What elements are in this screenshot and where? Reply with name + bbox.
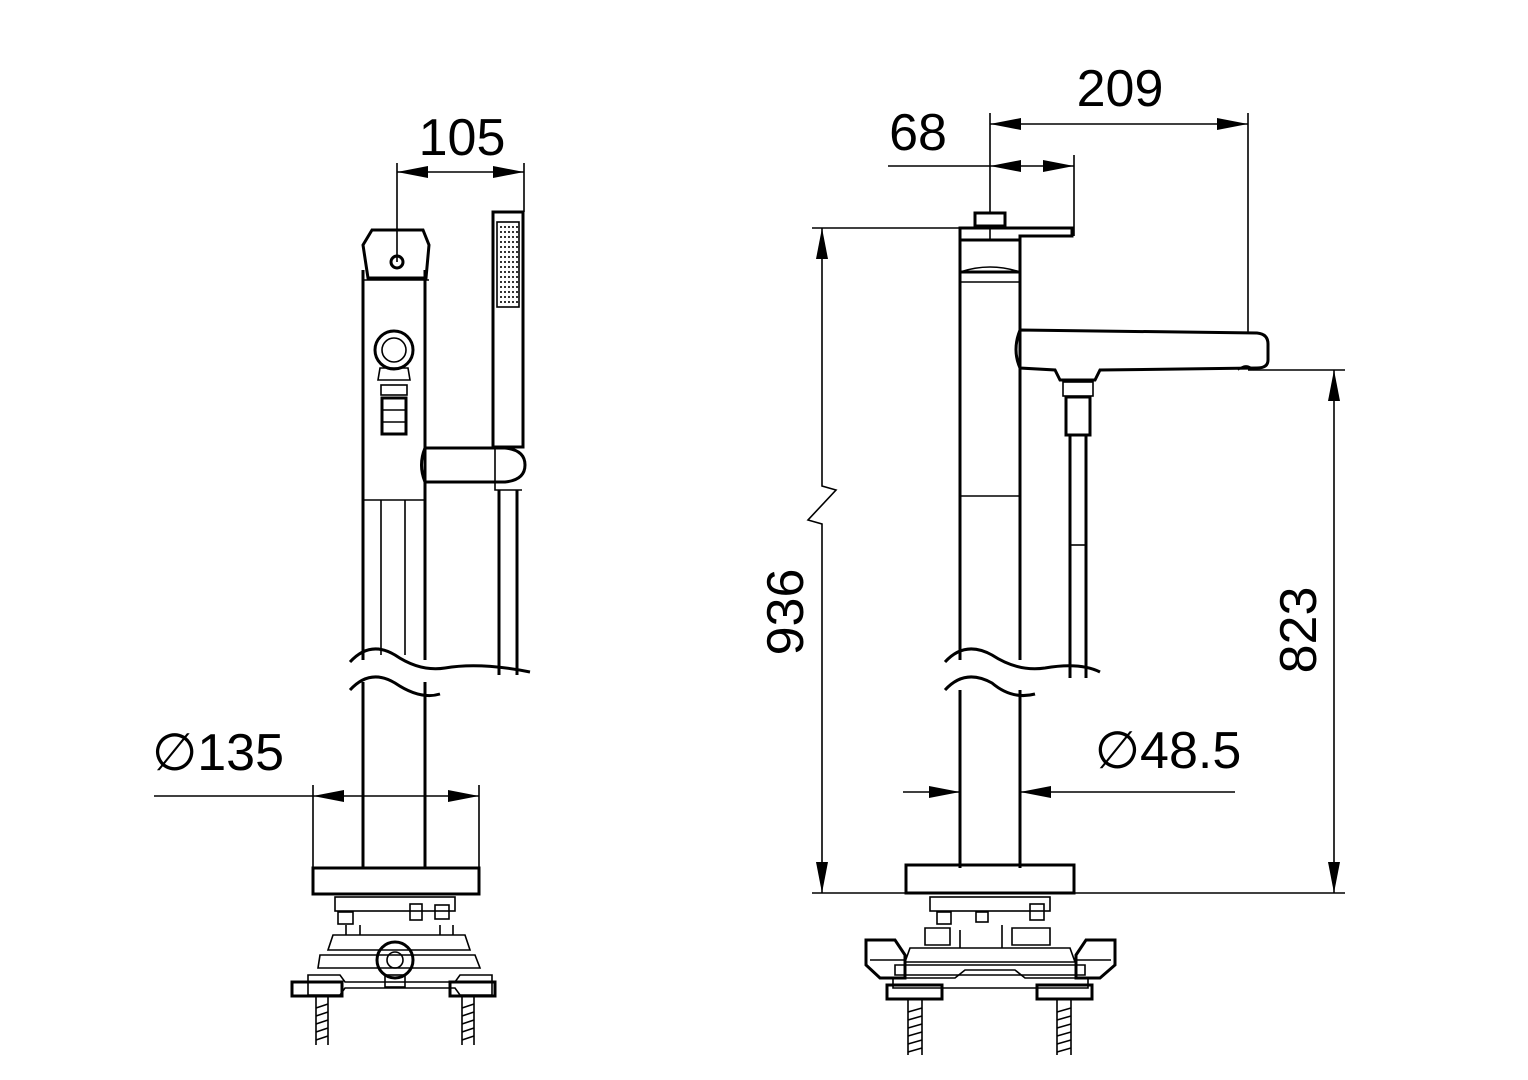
dimension-label-209: 209 bbox=[1077, 60, 1164, 118]
side-shower-holder bbox=[420, 446, 527, 491]
hand-shower bbox=[491, 210, 525, 675]
dimension-209: 209 bbox=[989, 60, 1249, 333]
dimension-135: ∅135 bbox=[152, 724, 480, 868]
dimension-48-5: ∅48.5 bbox=[903, 722, 1241, 798]
dimension-936: 936 bbox=[757, 227, 1345, 894]
dimension-823: 823 bbox=[1248, 369, 1345, 893]
dimension-label-936: 936 bbox=[757, 569, 815, 656]
dimension-label-823: 823 bbox=[1270, 587, 1328, 674]
side-diverter-knob bbox=[373, 329, 415, 436]
front-anchor-bolts bbox=[907, 999, 1072, 1055]
side-break-lines bbox=[348, 647, 531, 698]
front-break-lines bbox=[943, 647, 1101, 698]
front-spout bbox=[1014, 328, 1270, 382]
dimension-label-135: ∅135 bbox=[152, 724, 284, 782]
side-view: 105 ∅135 bbox=[152, 109, 531, 1045]
front-supply-hose bbox=[1062, 381, 1094, 678]
dimension-68: 68 bbox=[888, 104, 1075, 236]
front-lever-handle bbox=[958, 211, 1074, 274]
front-column bbox=[958, 272, 1022, 868]
side-mounting-kit bbox=[290, 903, 497, 998]
front-mounting-kit bbox=[864, 903, 1117, 1001]
dimension-105: 105 bbox=[396, 109, 525, 262]
side-anchor-bolts bbox=[315, 995, 475, 1045]
dimension-label-48-5: ∅48.5 bbox=[1095, 722, 1242, 780]
dimension-label-105: 105 bbox=[419, 109, 506, 167]
side-column bbox=[361, 270, 427, 868]
side-lever-head bbox=[361, 228, 431, 281]
dimension-label-68: 68 bbox=[889, 104, 947, 162]
front-view: 209 68 936 823 bbox=[757, 60, 1345, 1055]
front-base-plate bbox=[904, 863, 1076, 912]
side-base-plate bbox=[311, 866, 481, 912]
